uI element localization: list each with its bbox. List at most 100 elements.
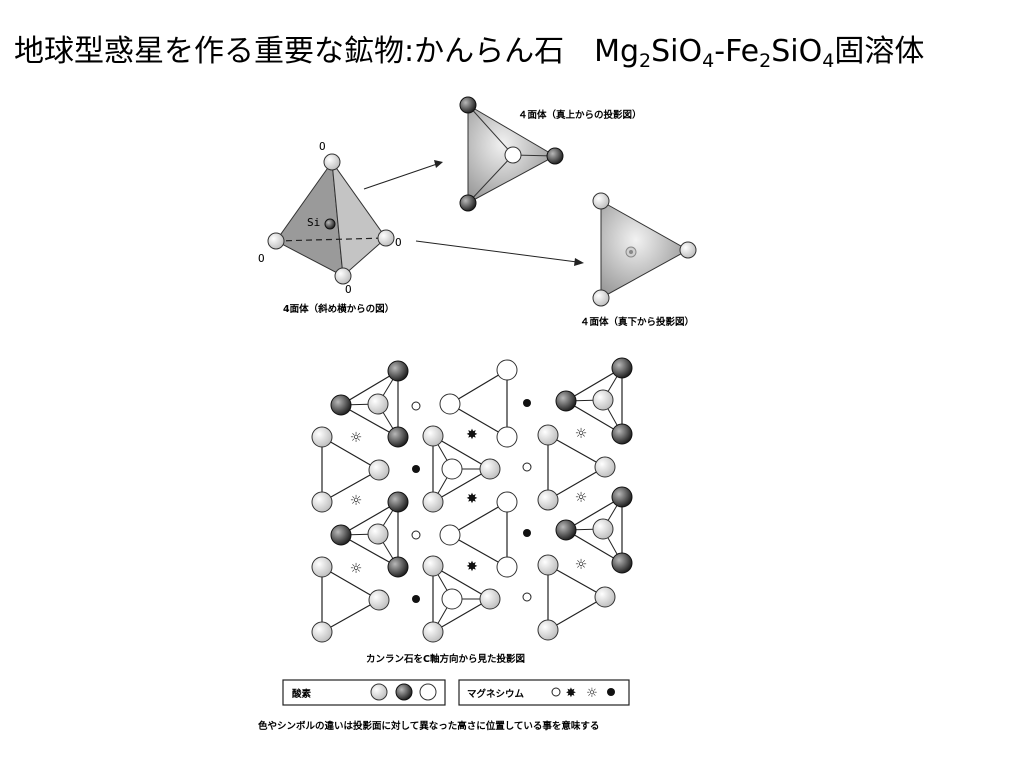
tetra-face-right — [331, 160, 387, 278]
oxygen-atom — [387, 491, 409, 513]
magnesium-star-solid-swatch: ✸ — [566, 686, 577, 701]
oxygen-atom — [479, 458, 501, 480]
tetrahedron-bottom-view: ４面体（真下から投影図） — [580, 192, 697, 328]
tetra-unit — [330, 491, 409, 578]
legend-oxygen-box — [282, 679, 446, 706]
magnesium-star-hollow: ☼ — [350, 493, 363, 509]
oxygen-atom — [367, 523, 389, 545]
oxygen-atom — [504, 146, 522, 164]
slide-title: 地球型惑星を作る重要な鉱物:かんらん石 Mg2SiO4-Fe2SiO4固溶体 — [14, 34, 925, 72]
tetra-unit — [439, 359, 518, 448]
oxygen-label: O — [319, 140, 326, 153]
oxygen-atom — [594, 456, 616, 478]
oxygen-atom — [387, 556, 409, 578]
oxygen-atom — [537, 489, 559, 511]
tetra-unit — [422, 425, 501, 513]
tetra-unit — [311, 426, 390, 513]
oxygen-atom — [537, 619, 559, 641]
tetra-unit — [422, 555, 501, 643]
tetra-unit — [311, 556, 390, 643]
oxygen-atom — [439, 524, 461, 546]
silicon-label: Si — [307, 216, 320, 229]
oxygen-atom — [377, 229, 395, 247]
oxygen-atom — [537, 554, 559, 576]
legend-oxygen-label: 酸素 — [292, 688, 312, 700]
oxygen-atom — [611, 357, 633, 379]
oxygen-atom — [611, 552, 633, 574]
legend: 酸素 マグネシウム ✸ ☼ — [282, 679, 630, 706]
tetra-unit — [537, 554, 616, 641]
oxygen-atom — [422, 621, 444, 643]
tetrahedron-oblique: O O O O Si 4面体（斜め横からの図） — [258, 140, 402, 315]
oxygen-atom — [479, 588, 501, 610]
olivine-lattice: ☼ ✸ ☼ ☼ ✸ ☼ ☼ ✸ ☼ カンラン石をC軸方向から見た投影図 — [311, 357, 633, 665]
oxygen-atom — [496, 359, 518, 381]
caption-bottom-view: ４面体（真下から投影図） — [580, 316, 694, 328]
oxygen-atom — [367, 393, 389, 415]
oxygen-atom — [611, 423, 633, 445]
arrowhead — [434, 160, 443, 168]
lattice-caption: カンラン石をC軸方向から見た投影図 — [366, 653, 525, 665]
oxygen-label: O — [345, 283, 352, 296]
oxygen-label: O — [395, 236, 402, 249]
magnesium-atom — [411, 401, 421, 411]
oxygen-atom — [334, 267, 352, 285]
oxygen-atom — [387, 426, 409, 448]
tetra-unit — [439, 491, 518, 578]
oxygen-atom — [592, 289, 610, 307]
oxygen-atom — [459, 96, 477, 114]
projection-arrows — [363, 160, 584, 266]
silicon-atom — [324, 218, 336, 230]
legend-magnesium-label: マグネシウム — [467, 688, 525, 700]
oxygen-atom — [422, 491, 444, 513]
oxygen-white-swatch — [419, 683, 437, 701]
oxygen-atom — [592, 389, 614, 411]
magnesium-atom — [412, 465, 420, 473]
oxygen-atom — [422, 555, 444, 577]
oxygen-atom — [311, 556, 333, 578]
oxygen-atom — [422, 425, 444, 447]
tetra-unit — [537, 424, 616, 511]
magnesium-atom — [523, 529, 531, 537]
tetra-bottom-face — [600, 200, 690, 299]
oxygen-atom — [368, 459, 390, 481]
oxygen-atom — [311, 491, 333, 513]
arrow-to-bottom-view — [415, 240, 578, 263]
oxygen-atom — [311, 621, 333, 643]
oxygen-atom — [555, 519, 577, 541]
oxygen-atom — [267, 232, 285, 250]
oxygen-label: O — [258, 252, 265, 265]
oxygen-atom — [592, 192, 610, 210]
magnesium-atom — [522, 592, 532, 602]
oxygen-atom — [311, 426, 333, 448]
oxygen-atom — [592, 518, 614, 540]
magnesium-atom — [411, 530, 421, 540]
footnote: 色やシンボルの違いは投影面に対して異なった高さに位置している事を意味する — [258, 720, 599, 732]
magnesium-hollow-swatch — [551, 687, 561, 697]
tetra-unit — [555, 486, 633, 574]
oxygen-atom — [555, 390, 577, 412]
oxygen-atom — [330, 394, 352, 416]
oxygen-atom — [546, 147, 564, 165]
oxygen-atom — [439, 393, 461, 415]
magnesium-star-solid: ✸ — [466, 491, 478, 507]
oxygen-dark-swatch — [395, 683, 413, 701]
caption-oblique: 4面体（斜め横からの図） — [283, 303, 394, 315]
oxygen-atom — [441, 458, 463, 480]
magnesium-atom — [522, 462, 532, 472]
oxygen-atom — [594, 586, 616, 608]
oxygen-atom — [496, 556, 518, 578]
oxygen-atom — [459, 194, 477, 212]
tetrahedron-top-view: ４面体（真上からの投影図） — [459, 96, 642, 212]
oxygen-light-swatch — [370, 683, 388, 701]
magnesium-solid-swatch — [607, 688, 615, 696]
tetra-unit — [330, 360, 409, 448]
arrowhead — [574, 258, 584, 266]
legend-magnesium-box — [458, 679, 630, 706]
magnesium-star-hollow: ☼ — [575, 490, 588, 506]
magnesium-star-solid: ✸ — [466, 559, 478, 575]
magnesium-star-hollow: ☼ — [350, 561, 363, 577]
tetra-unit — [555, 357, 633, 445]
magnesium-star-hollow: ☼ — [350, 430, 363, 446]
oxygen-atom — [441, 588, 463, 610]
